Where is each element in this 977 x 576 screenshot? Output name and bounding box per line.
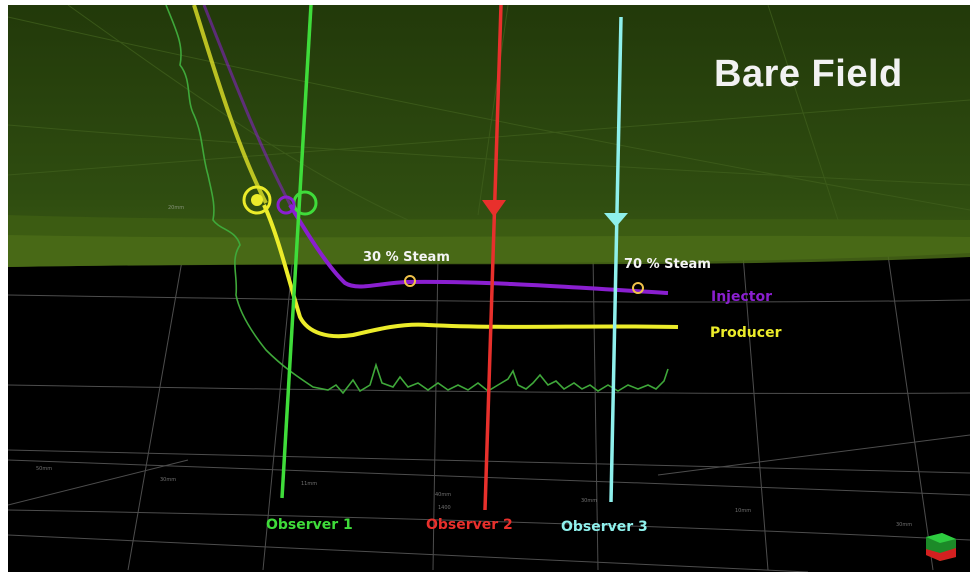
axis-cube-icon[interactable] <box>926 533 956 561</box>
observer-2-marker <box>482 200 506 217</box>
ground-grid <box>8 254 970 572</box>
well-scene <box>8 5 970 572</box>
producer-well <box>262 204 679 339</box>
green-trace-line <box>165 5 669 395</box>
producer-wellhead-icon <box>242 185 272 215</box>
axis-tick-label: 10mm <box>735 508 752 514</box>
producer-label: Producer <box>710 325 782 341</box>
3d-viewport[interactable]: 50mm 30mm 11mm 40mm 30mm 10mm 1400 20mm 30mm Bar… <box>8 5 970 572</box>
axis-tick-label: 30mm <box>581 498 598 504</box>
axis-tick-label: 30mm <box>896 522 913 528</box>
observer-1-well <box>280 5 313 499</box>
injector-label: Injector <box>711 289 772 305</box>
injector-well <box>288 203 669 295</box>
field-title: Bare Field <box>714 53 903 95</box>
steam-70-label: 70 % Steam <box>624 257 711 272</box>
reservoir-layer <box>8 5 970 267</box>
steam-30-label: 30 % Steam <box>363 250 450 265</box>
observer-3-well <box>609 16 623 503</box>
observer-2-label: Observer 2 <box>426 517 513 533</box>
observer-1-label: Observer 1 <box>266 517 353 533</box>
axis-tick-label: 30mm <box>160 477 177 483</box>
steam-70-marker-icon <box>632 282 644 294</box>
observer-3-label: Observer 3 <box>561 519 648 535</box>
producer-wellhead-inner-icon <box>251 194 263 206</box>
axis-tick-label: 50mm <box>36 466 53 472</box>
axis-tick-label: 11mm <box>301 481 318 487</box>
producer-well-top <box>192 5 268 204</box>
axis-tick-label: 20mm <box>168 205 185 211</box>
steam-30-marker-icon <box>404 275 416 287</box>
axis-tick-label: 1400 <box>438 505 451 511</box>
observer-3-marker <box>604 213 628 227</box>
observer-2-well <box>483 5 503 511</box>
axis-tick-label: 40mm <box>435 492 452 498</box>
injector-well-top <box>202 5 295 211</box>
injector-wellhead-icon <box>276 195 296 215</box>
